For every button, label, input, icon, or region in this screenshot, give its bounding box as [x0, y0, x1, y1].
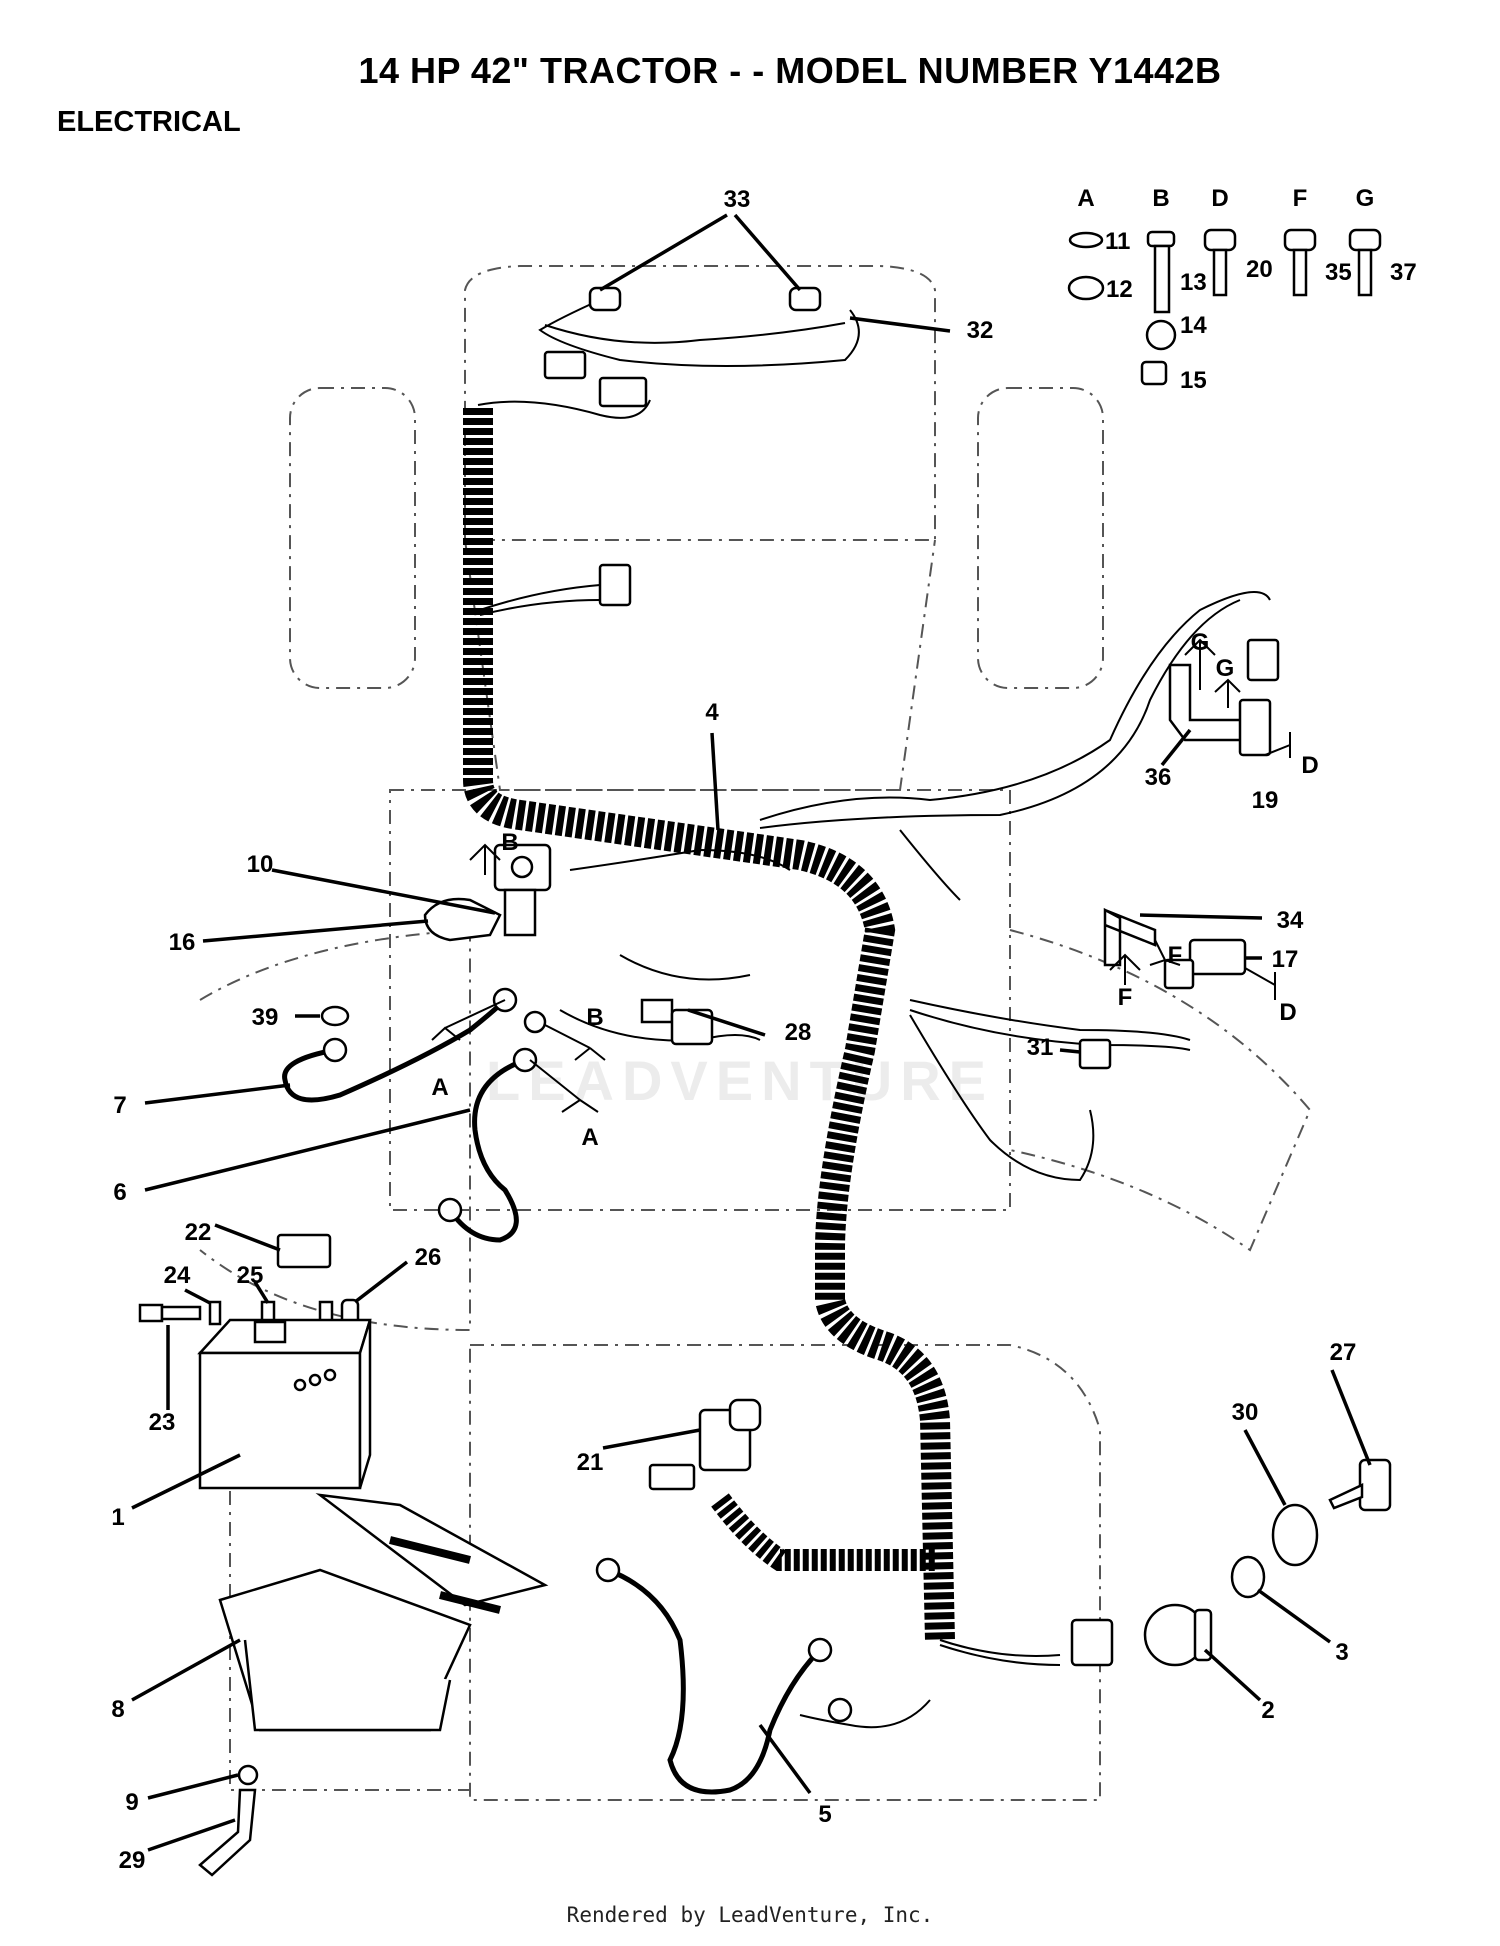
callout-2: 2	[1261, 1697, 1274, 1724]
callout-36: 36	[1145, 764, 1172, 791]
hardware-number: 13	[1180, 269, 1207, 296]
callout-1: 1	[111, 1504, 124, 1531]
key-letter: A	[1077, 185, 1094, 212]
part-30-bezel	[1271, 1503, 1319, 1567]
hardware-numbers: 11 12 13 14 15 20 35 37	[1105, 228, 1417, 394]
callout-9: 9	[125, 1789, 138, 1816]
part-36-bracket	[1168, 663, 1253, 742]
hardware-key-letters: A B D F G	[1077, 185, 1374, 212]
callout-5: 5	[818, 1801, 831, 1828]
callout-17: 17	[1272, 946, 1299, 973]
ground-cable-7	[282, 998, 507, 1103]
ref-letter-a: A	[431, 1074, 448, 1101]
main-wiring-harness	[463, 408, 955, 1641]
connectors-upper	[543, 350, 1280, 682]
callout-6: 6	[113, 1179, 126, 1206]
callout-16: 16	[169, 929, 196, 956]
part-9-clip	[237, 1764, 259, 1786]
part-22-pad	[276, 1233, 332, 1269]
battery-cable-6	[447, 1057, 526, 1243]
part-28-connector	[640, 998, 714, 1046]
ref-letter-g: G	[1216, 655, 1235, 682]
callout-33: 33	[724, 186, 751, 213]
key-letter: B	[1152, 185, 1169, 212]
watermark-text: LEADVENTURE	[486, 1049, 994, 1112]
callout-39: 39	[252, 1004, 279, 1031]
hardware-number: 15	[1180, 367, 1207, 394]
ref-letter-b: B	[586, 1004, 603, 1031]
callout-numbers: 1 2 3 4 5 6 7 8 9 10 16 17 19 21 22 23 2…	[111, 186, 1356, 1874]
part-21-solenoid	[648, 1398, 762, 1491]
connector-17	[1163, 958, 1195, 990]
part-2-ignition-switch	[1070, 1603, 1213, 1667]
callout-24: 24	[164, 1262, 191, 1289]
ref-letter-f: F	[1118, 984, 1133, 1011]
part-29-drain-tube	[198, 1788, 257, 1877]
hardware-number: 12	[1106, 276, 1133, 303]
callout-34: 34	[1277, 907, 1304, 934]
footer-credit: Rendered by LeadVenture, Inc.	[566, 1903, 934, 1927]
hardware-number: 14	[1180, 312, 1207, 339]
callout-25: 25	[237, 1262, 264, 1289]
callout-10: 10	[247, 851, 274, 878]
page-title: 14 HP 42" TRACTOR - - MODEL NUMBER Y1442…	[358, 50, 1222, 91]
hardware-number: 11	[1105, 228, 1130, 255]
reference-arrows	[431, 638, 1291, 1113]
callout-3: 3	[1335, 1639, 1348, 1666]
part-33-headlamps	[588, 286, 822, 312]
callout-7: 7	[113, 1092, 126, 1119]
callout-28: 28	[785, 1019, 812, 1046]
callout-4: 4	[705, 699, 719, 726]
ref-letter-d: D	[1279, 999, 1296, 1026]
callout-29: 29	[119, 1847, 146, 1874]
hardware-number: 35	[1325, 259, 1352, 286]
callout-31: 31	[1027, 1034, 1054, 1061]
hardware-key-icons	[1067, 228, 1382, 386]
part-27-key	[1328, 1458, 1392, 1512]
callout-30: 30	[1232, 1399, 1259, 1426]
hardware-number: 20	[1246, 256, 1273, 283]
harness-branch-coil	[711, 1493, 935, 1571]
ref-letter-f: F	[1168, 942, 1183, 969]
callout-32: 32	[967, 317, 994, 344]
part-8-battery-tray	[218, 1493, 549, 1732]
part-39-washer	[320, 1005, 350, 1027]
callout-19: 19	[1252, 787, 1279, 814]
hardware-number: 37	[1390, 259, 1417, 286]
harness-wires	[477, 299, 1271, 1729]
key-letter: D	[1211, 185, 1228, 212]
part-19-switch	[1238, 698, 1272, 757]
key-letter: F	[1293, 185, 1308, 212]
ref-letter-b: B	[501, 829, 518, 856]
part-17-switch	[1188, 938, 1247, 976]
part-1-battery	[197, 1318, 372, 1490]
part-3-nut	[1230, 1555, 1266, 1599]
part-10-solenoid	[493, 843, 552, 937]
part-31-switch	[1078, 1038, 1112, 1070]
callout-26: 26	[415, 1244, 442, 1271]
terminal-lugs	[322, 987, 853, 1723]
ground-cable-5	[607, 1567, 822, 1795]
ref-letter-a: A	[581, 1124, 598, 1151]
callout-23: 23	[149, 1409, 176, 1436]
ref-letter-g: G	[1191, 629, 1210, 656]
part-34-bracket	[1103, 907, 1157, 967]
ref-letter-d: D	[1301, 752, 1318, 779]
callout-22: 22	[185, 1219, 212, 1246]
callout-8: 8	[111, 1696, 124, 1723]
reference-letters: A A B B D D F F G G	[431, 629, 1318, 1151]
callout-27: 27	[1330, 1339, 1357, 1366]
leader-lines	[131, 213, 1372, 1852]
callout-21: 21	[577, 1449, 604, 1476]
key-letter: G	[1356, 185, 1375, 212]
section-title: ELECTRICAL	[57, 106, 241, 138]
